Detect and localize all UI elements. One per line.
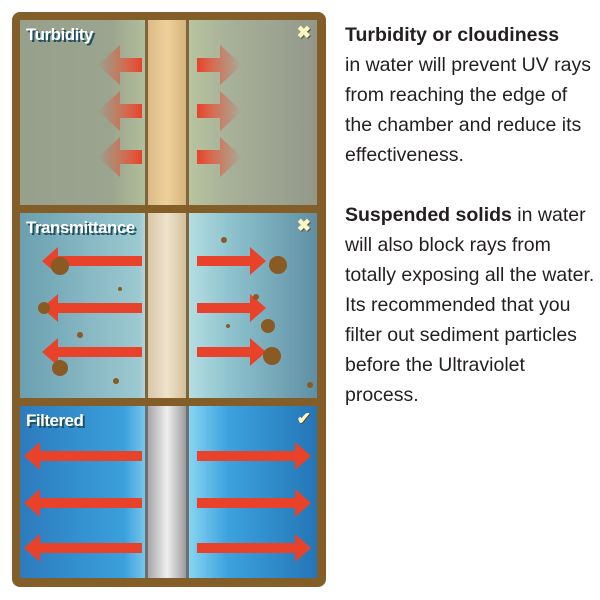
turbidity-heading: Turbidity or cloudiness: [345, 24, 560, 46]
arrow-left: [42, 294, 142, 322]
arrow-right: [197, 489, 311, 517]
turbidity-paragraph: Turbidity or cloudiness in water will pre…: [345, 20, 595, 170]
uv-lamp: [145, 213, 189, 398]
solids-body: in water will also block rays from total…: [345, 204, 595, 406]
uv-lamp: [145, 406, 189, 578]
sediment-particles: [38, 237, 313, 388]
uv-arrows: [24, 442, 311, 562]
solids-paragraph: Suspended solids in water will also bloc…: [345, 200, 595, 410]
uv-chamber-frame: Turbidity ✖ Transmittance ✖: [12, 12, 326, 587]
panel-label: Transmittance: [26, 218, 135, 237]
check-icon: ✔: [296, 409, 311, 428]
arrow-left: [42, 247, 142, 275]
transmittance-panel: Transmittance ✖: [20, 213, 317, 398]
uv-arrows: [38, 237, 313, 388]
solids-heading: Suspended solids: [345, 204, 512, 226]
x-icon: ✖: [296, 216, 311, 235]
explanation-text: Turbidity or cloudiness in water will pre…: [345, 20, 595, 440]
x-icon: ✖: [296, 23, 311, 42]
faded-uv-arrows: [98, 45, 242, 177]
arrow-left: [42, 338, 142, 366]
arrow-right: [197, 534, 311, 562]
turbidity-panel: Turbidity ✖: [20, 20, 317, 205]
turbidity-body: in water will prevent UV rays from reach…: [345, 54, 591, 166]
uv-lamp: [145, 20, 189, 205]
arrow-right: [197, 338, 266, 366]
panel-label: Turbidity: [26, 25, 93, 44]
panel-label: Filtered: [26, 411, 84, 430]
arrow-left: [24, 489, 142, 517]
arrow-left: [24, 442, 142, 470]
arrow-right: [197, 294, 266, 322]
arrow-right: [197, 442, 311, 470]
filtered-panel: Filtered ✔: [20, 406, 317, 578]
arrow-left: [24, 534, 142, 562]
arrow-right: [197, 247, 266, 275]
